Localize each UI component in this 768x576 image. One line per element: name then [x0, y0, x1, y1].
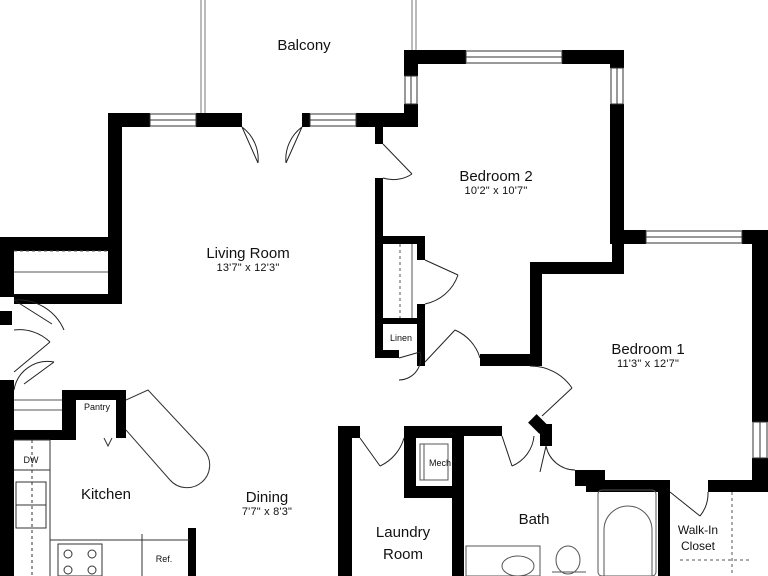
windows [149, 50, 768, 459]
room-label-living-room: Living Room 13'7" x 12'3" [188, 245, 308, 275]
label-dishwasher: DW [23, 455, 39, 465]
room-name-laundry-room: Laundry Room [375, 524, 431, 563]
room-label-bath: Bath [500, 511, 568, 528]
room-name-balcony: Balcony [277, 37, 331, 54]
label-mech: Mech [428, 458, 451, 468]
room-label-walk-in-closet: Walk-In Closet [672, 522, 724, 554]
room-dims-living-room: 13'7" x 12'3" [216, 262, 280, 275]
label-pantry: Pantry [83, 402, 110, 412]
room-label-laundry-room: Laundry Room [356, 522, 450, 566]
room-name-bedroom-1: Bedroom 1 [611, 341, 685, 358]
room-label-balcony: Balcony [264, 37, 344, 54]
room-name-living-room: Living Room [206, 245, 290, 262]
label-linen: Linen [389, 333, 413, 343]
kitchen-counters [14, 389, 211, 576]
room-name-dining: Dining [245, 489, 289, 506]
room-dims-dining: 7'7" x 8'3" [241, 506, 293, 519]
room-label-bedroom-1: Bedroom 1 11'3" x 12'7" [588, 341, 708, 371]
room-name-walk-in-closet: Walk-In Closet [677, 523, 719, 554]
doors [13, 126, 709, 517]
fixture-lines [14, 244, 752, 576]
room-label-bedroom-2: Bedroom 2 10'2" x 10'7" [436, 168, 556, 198]
room-dims-bedroom-2: 10'2" x 10'7" [464, 185, 528, 198]
balcony-railing [200, 0, 417, 113]
room-label-dining: Dining 7'7" x 8'3" [212, 489, 322, 519]
room-dims-bedroom-1: 11'3" x 12'7" [616, 358, 680, 371]
label-refrigerator: Ref. [155, 554, 173, 564]
room-name-bath: Bath [518, 511, 550, 528]
room-label-kitchen: Kitchen [66, 486, 146, 503]
room-name-kitchen: Kitchen [80, 486, 132, 503]
walls [0, 50, 768, 576]
room-name-bedroom-2: Bedroom 2 [459, 168, 533, 185]
